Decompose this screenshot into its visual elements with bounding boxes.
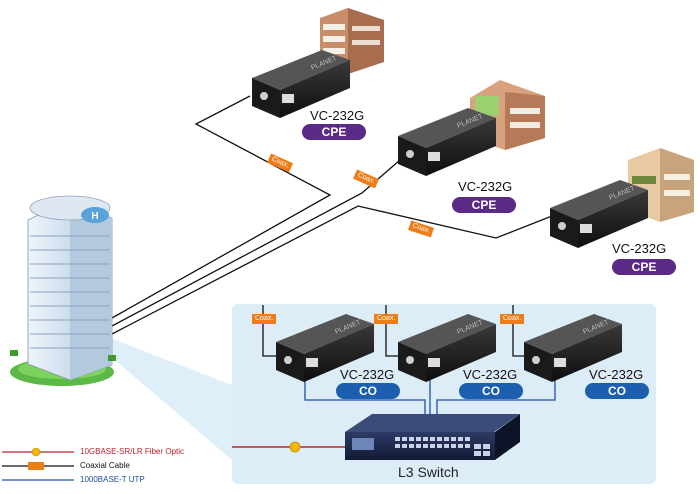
cpe-device-icon-3: PLANET (550, 180, 648, 248)
coax-legend-icon (2, 462, 74, 470)
cpe-device-icon-1: PLANET (252, 50, 350, 118)
co-device-icon-1: PLANET (276, 314, 374, 382)
fiber-connector-icon (289, 441, 301, 453)
coax-cable-cpe2 (111, 159, 401, 327)
coax-cables (111, 95, 553, 357)
coax-tag-4: Coax. (252, 314, 277, 324)
coax-cable-cpe3 (111, 205, 553, 335)
co-badge-3: CO (585, 383, 649, 399)
cpe-model-label-1: VC-232G (310, 108, 365, 123)
callout-beam (110, 338, 232, 460)
coax-cable-cpe1 (111, 95, 332, 319)
co-model-label-2: VC-232G (463, 367, 518, 382)
cpe-badge-3: CPE (612, 259, 676, 275)
cpe-badge-1: CPE (302, 124, 366, 140)
co-device-icon-3: PLANET (524, 314, 622, 382)
co-model-label-1: VC-232G (340, 367, 395, 382)
legend-item-utp: 1000BASE-T UTP (0, 474, 200, 486)
co-badge-2: CO (459, 383, 523, 399)
co-device-icon-2: PLANET (398, 314, 496, 382)
legend-label-coax: Coaxial Cable (80, 461, 130, 470)
legend: 10GBASE-SR/LR Fiber Optic Coaxial Cable … (0, 444, 200, 488)
utp-cables (304, 375, 556, 420)
legend-label-utp: 1000BASE-T UTP (80, 475, 145, 484)
coax-tag-5: Coax. (374, 314, 399, 324)
office-tower-icon: H (10, 195, 116, 386)
coax-tag-6: Coax. (500, 314, 525, 324)
l3-switch-icon (345, 414, 520, 460)
cpe-device-icon-2: PLANET (398, 108, 496, 176)
cpe-badge-2: CPE (452, 197, 516, 213)
switch-label: L3 Switch (398, 464, 459, 480)
legend-item-coax: Coaxial Cable (0, 460, 200, 472)
legend-item-fiber: 10GBASE-SR/LR Fiber Optic (0, 446, 200, 458)
helipad-icon (81, 207, 109, 223)
utp-cable-co3 (436, 375, 556, 420)
cpe-model-label-2: VC-232G (458, 179, 513, 194)
legend-label-fiber: 10GBASE-SR/LR Fiber Optic (80, 447, 185, 456)
utp-legend-icon (2, 479, 74, 481)
svg-text:H: H (91, 211, 98, 222)
cpe-model-label-3: VC-232G (612, 241, 667, 256)
co-model-label-3: VC-232G (589, 367, 644, 382)
co-badge-1: CO (336, 383, 400, 399)
utp-cable-co1 (304, 375, 426, 420)
fiber-legend-icon (2, 447, 74, 457)
